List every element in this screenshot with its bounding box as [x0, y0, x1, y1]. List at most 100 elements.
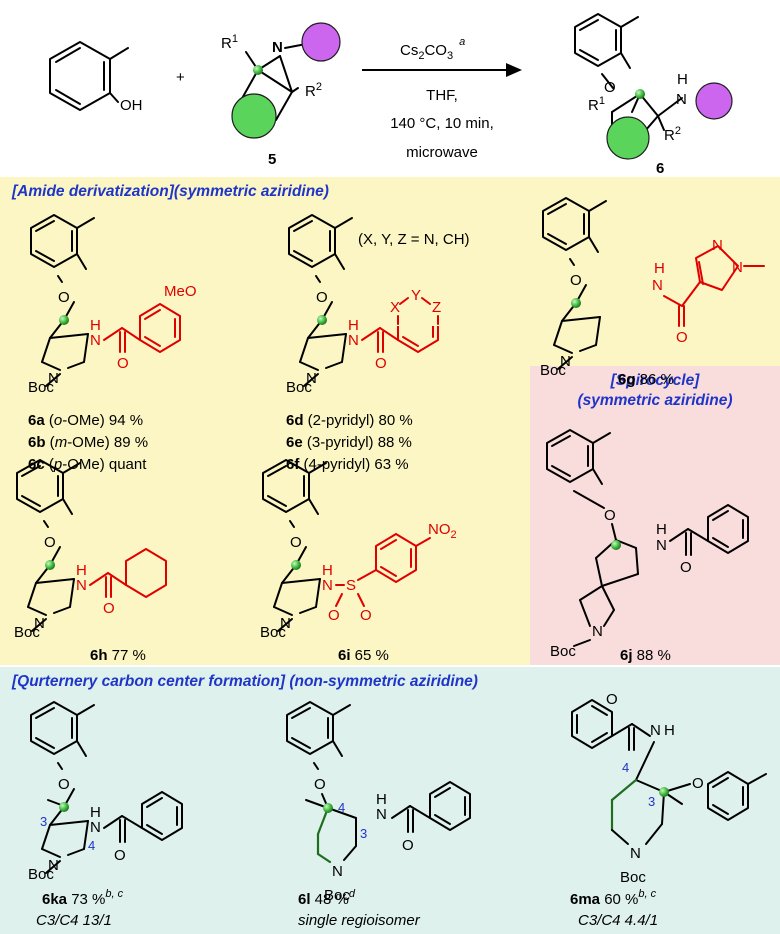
structure-6h: O N Boc H N O [14, 459, 167, 641]
svg-text:Boc: Boc [28, 379, 54, 396]
svg-text:N: N [322, 577, 333, 594]
svg-text:N: N [332, 863, 343, 880]
svg-text:NO2: NO2 [428, 521, 457, 541]
amide-heading: [Amide derivatization](symmetric aziridi… [11, 183, 329, 200]
svg-text:Boc: Boc [286, 379, 312, 396]
svg-text:O: O [316, 289, 328, 306]
ratio-6ka: C3/C4 13/1 [36, 912, 112, 929]
svg-text:H: H [322, 562, 333, 579]
svg-text:H: H [654, 260, 665, 277]
label-6b: 6b (m-OMe) 89 % [28, 434, 148, 451]
svg-text:S: S [346, 577, 356, 594]
svg-text:N: N [90, 332, 101, 349]
plus-sign: + [176, 69, 185, 86]
aziridine-purple-group [301, 22, 341, 62]
reagent-label: Cs2CO3a [400, 36, 465, 62]
svg-text:X: X [390, 299, 400, 316]
svg-text:Boc: Boc [550, 643, 576, 660]
quat-heading: [Qurternery carbon center formation] (no… [11, 673, 478, 690]
structure-6i: O N Boc H N S O O NO2 [260, 459, 457, 641]
svg-text:N: N [592, 623, 603, 640]
svg-text:H: H [90, 804, 101, 821]
svg-text:N: N [376, 806, 387, 823]
svg-text:N: N [306, 370, 317, 387]
structure-6j: O N Boc H N O [546, 429, 749, 660]
svg-text:Z: Z [432, 299, 441, 316]
svg-text:Boc: Boc [28, 866, 54, 883]
label-6ka: 6ka 73 %b, c [42, 888, 124, 908]
svg-text:3: 3 [360, 826, 367, 841]
structure-6ka: O 3 4 N Boc H N O [28, 701, 183, 883]
ratio-6ma: C3/C4 4.4/1 [578, 912, 658, 929]
svg-text:N: N [630, 845, 641, 862]
svg-text:N: N [280, 615, 291, 632]
svg-text:N: N [712, 237, 723, 254]
reaction-arrow: Cs2CO3a THF, 140 °C, 10 min, microwave [362, 36, 522, 161]
label-6i: 6i 65 % [338, 647, 389, 664]
product-n: N [676, 91, 687, 108]
condition-2: 140 °C, 10 min, [390, 115, 494, 132]
svg-text:O: O [117, 355, 129, 372]
az-r2: R [305, 83, 316, 100]
label-6l: 6l 48 %d [298, 888, 356, 908]
aziridine-structure: R1 N R2 5 [221, 22, 341, 168]
label-6d: 6d (2-pyridyl) 80 % [286, 412, 413, 429]
svg-text:MeO: MeO [164, 283, 197, 300]
product-o: O [604, 79, 616, 96]
label-6a: 6a (o-OMe) 94 % [28, 412, 143, 429]
product-6-structure: O R1 H N R2 6 [574, 13, 733, 177]
svg-text:N: N [650, 722, 661, 739]
structure-6a-6c: O N Boc H N O MeO [28, 214, 197, 396]
svg-text:R1: R1 [588, 95, 605, 114]
svg-text:N: N [76, 577, 87, 594]
svg-text:H: H [376, 791, 387, 808]
structure-6l: O 4 3 N Boc H N O [286, 701, 471, 904]
svg-text:N: N [48, 370, 59, 387]
svg-text:O: O [290, 534, 302, 551]
az-n: N [272, 39, 283, 56]
phenol-structure: OH [49, 41, 143, 114]
svg-text:N: N [34, 615, 45, 632]
svg-text:R2: R2 [664, 125, 681, 144]
svg-text:N: N [348, 332, 359, 349]
product-h: H [677, 71, 688, 88]
xyz-note: (X, Y, Z = N, CH) [358, 231, 470, 248]
svg-text:4: 4 [88, 838, 95, 853]
svg-text:H: H [656, 521, 667, 538]
structure-6g: O N Boc H N O N N [540, 197, 765, 379]
structure-6d-6f: O N Boc H N O X Y Z (X, Y, Z = N, CH) [286, 214, 470, 396]
svg-text:O: O [606, 691, 618, 708]
label-6e: 6e (3-pyridyl) 88 % [286, 434, 412, 451]
svg-text:H: H [76, 562, 87, 579]
svg-text:Boc: Boc [14, 624, 40, 641]
svg-text:Boc: Boc [260, 624, 286, 641]
svg-text:Boc: Boc [540, 362, 566, 379]
condition-1: THF, [426, 87, 458, 104]
svg-text:3: 3 [40, 814, 47, 829]
svg-text:4: 4 [622, 760, 629, 775]
spiro-panel-bg [530, 366, 780, 665]
compound-5-label: 5 [268, 151, 276, 168]
product-green-ring [606, 116, 650, 160]
svg-text:N: N [90, 819, 101, 836]
svg-text:O: O [58, 776, 70, 793]
svg-text:O: O [360, 607, 372, 624]
svg-text:N: N [732, 259, 743, 276]
svg-text:N: N [48, 857, 59, 874]
svg-text:O: O [44, 534, 56, 551]
svg-text:N: N [652, 277, 663, 294]
svg-text:Boc: Boc [324, 887, 350, 904]
label-6h: 6h 77 % [90, 647, 146, 664]
label-6j: 6j 88 % [620, 647, 671, 664]
svg-text:O: O [604, 507, 616, 524]
svg-text:O: O [328, 607, 340, 624]
ratio-6l: single regioisomer [298, 912, 421, 929]
svg-text:O: O [114, 847, 126, 864]
phenol-oh-label: OH [120, 97, 143, 114]
compound-6-label: 6 [656, 160, 664, 177]
svg-text:4: 4 [338, 800, 345, 815]
spiro-heading-1: [Spirocycle] [610, 372, 701, 389]
az-r1: R [221, 35, 232, 52]
svg-text:3: 3 [648, 794, 655, 809]
